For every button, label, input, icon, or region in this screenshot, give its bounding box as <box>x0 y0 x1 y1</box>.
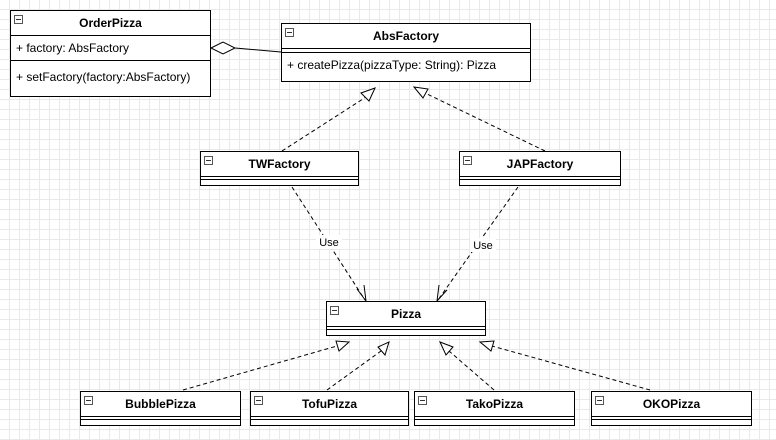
collapse-icon[interactable] <box>285 28 294 37</box>
collapse-icon[interactable] <box>204 156 213 165</box>
class-takopizza[interactable]: TakoPizza <box>414 391 575 426</box>
class-bubblepizza[interactable]: BubblePizza <box>80 391 241 426</box>
empty-compartments <box>592 416 751 420</box>
empty-compartments <box>327 326 485 330</box>
class-twfactory[interactable]: TWFactory <box>200 151 359 186</box>
use-label-left: Use <box>319 237 339 249</box>
realization-edge-tofupizza[interactable] <box>326 341 390 391</box>
realization-arrowhead <box>360 87 376 102</box>
class-name: BubblePizza <box>125 397 196 411</box>
collapse-icon[interactable] <box>418 396 427 405</box>
empty-compartments <box>81 416 240 420</box>
use-label-right: Use <box>473 240 493 252</box>
class-name: JAPFactory <box>506 157 574 171</box>
class-header: OrderPizza <box>11 11 210 35</box>
dependency-edge-japfactory-pizza[interactable]: Use <box>436 186 519 303</box>
attribute-factory: + factory: AbsFactory <box>11 35 210 60</box>
class-pizza[interactable]: Pizza <box>326 301 486 336</box>
method-setfactory: + setFactory(factory:AbsFactory) <box>16 70 191 84</box>
empty-compartments <box>415 416 574 420</box>
realization-edge-takopizza[interactable] <box>439 341 495 391</box>
realization-edge-bubblepizza[interactable] <box>182 340 351 391</box>
class-name: AbsFactory <box>372 29 440 43</box>
realization-arrowhead <box>478 340 495 352</box>
collapse-icon[interactable] <box>463 156 472 165</box>
realization-edge-okopizza[interactable] <box>478 340 651 391</box>
realization-arrowhead <box>412 86 429 99</box>
empty-compartments <box>201 176 358 180</box>
collapse-icon[interactable] <box>84 396 93 405</box>
class-header: Pizza <box>327 302 485 326</box>
realization-arrowhead <box>377 341 390 357</box>
realization-edge-twfactory[interactable] <box>281 87 376 152</box>
realization-edge-japfactory[interactable] <box>412 86 546 152</box>
aggregation-diamond <box>209 41 237 55</box>
collapse-icon[interactable] <box>14 15 23 24</box>
collapse-icon[interactable] <box>254 396 263 405</box>
realization-arrowhead <box>335 340 351 352</box>
class-name: TakoPizza <box>465 397 524 411</box>
realization-arrowhead <box>439 341 454 356</box>
class-header: TWFactory <box>201 152 358 176</box>
class-header: TakoPizza <box>415 392 574 416</box>
class-name: TofuPizza <box>301 397 358 411</box>
compartment-divider <box>11 60 210 65</box>
class-absfactory[interactable]: AbsFactory + createPizza(pizzaType: Stri… <box>281 23 531 82</box>
class-japfactory[interactable]: JAPFactory <box>459 151 621 186</box>
empty-attributes-compartment <box>282 48 530 53</box>
class-orderpizza[interactable]: OrderPizza + factory: AbsFactory + setFa… <box>10 10 211 97</box>
class-name: Pizza <box>390 307 421 321</box>
class-okopizza[interactable]: OKOPizza <box>591 391 752 426</box>
empty-compartments <box>251 416 408 420</box>
class-tofupizza[interactable]: TofuPizza <box>250 391 409 426</box>
class-name: OKOPizza <box>642 397 701 411</box>
class-header: AbsFactory <box>282 24 530 48</box>
class-header: BubblePizza <box>81 392 240 416</box>
open-arrowhead <box>356 284 367 303</box>
class-header: JAPFactory <box>460 152 620 176</box>
empty-compartments <box>460 176 620 180</box>
aggregation-edge[interactable] <box>209 41 282 55</box>
class-name: TWFactory <box>248 157 311 171</box>
collapse-icon[interactable] <box>595 396 604 405</box>
method-createpizza: + createPizza(pizzaType: String): Pizza <box>287 58 497 72</box>
open-arrowhead <box>436 284 448 303</box>
dependency-edge-twfactory-pizza[interactable]: Use <box>291 186 367 303</box>
class-header: OKOPizza <box>592 392 751 416</box>
class-name: OrderPizza <box>79 16 142 30</box>
class-header: TofuPizza <box>251 392 408 416</box>
collapse-icon[interactable] <box>330 306 339 315</box>
